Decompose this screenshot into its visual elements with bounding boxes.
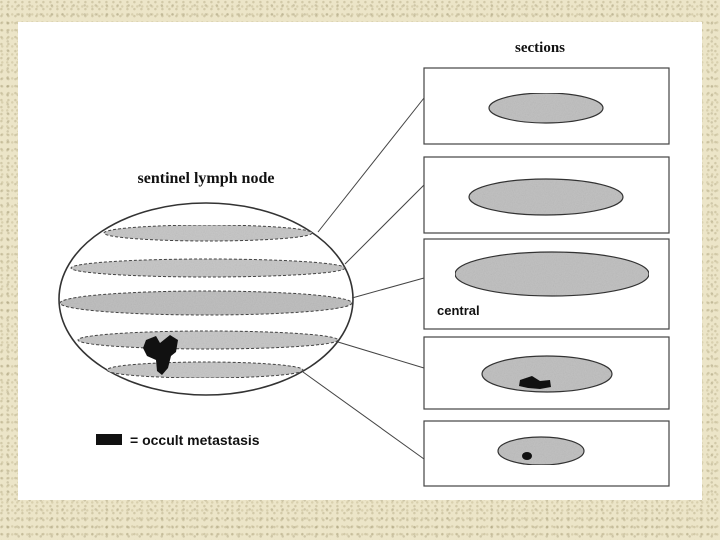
- node-slice-2: [70, 258, 346, 278]
- node-slice-5: [106, 361, 304, 379]
- node-title: sentinel lymph node: [138, 170, 275, 187]
- section-slice-2: [468, 178, 624, 216]
- node-slices: [59, 224, 353, 379]
- connector-1: [317, 97, 425, 233]
- node-slice-3: [59, 290, 353, 316]
- node-metastasis: [143, 335, 178, 375]
- legend-text: = occult metastasis: [130, 432, 260, 448]
- section-slice-3: [454, 251, 650, 297]
- connector-5: [302, 371, 425, 460]
- connector-2: [344, 184, 425, 265]
- connector-3: [351, 277, 425, 299]
- connector-4: [337, 341, 425, 369]
- node-slice-4: [77, 330, 339, 350]
- section-4-metastasis: [519, 376, 551, 389]
- connector-lines: [302, 97, 425, 460]
- section-slice-5: [497, 436, 585, 466]
- legend-swatch: [96, 434, 122, 445]
- central-label: central: [437, 303, 480, 318]
- section-5-metastasis: [522, 452, 532, 460]
- section-slices: [454, 92, 650, 466]
- section-slice-1: [488, 92, 604, 124]
- node-slice-1: [103, 224, 313, 242]
- section-slice-4: [481, 355, 613, 393]
- sections-title: sections: [515, 40, 565, 56]
